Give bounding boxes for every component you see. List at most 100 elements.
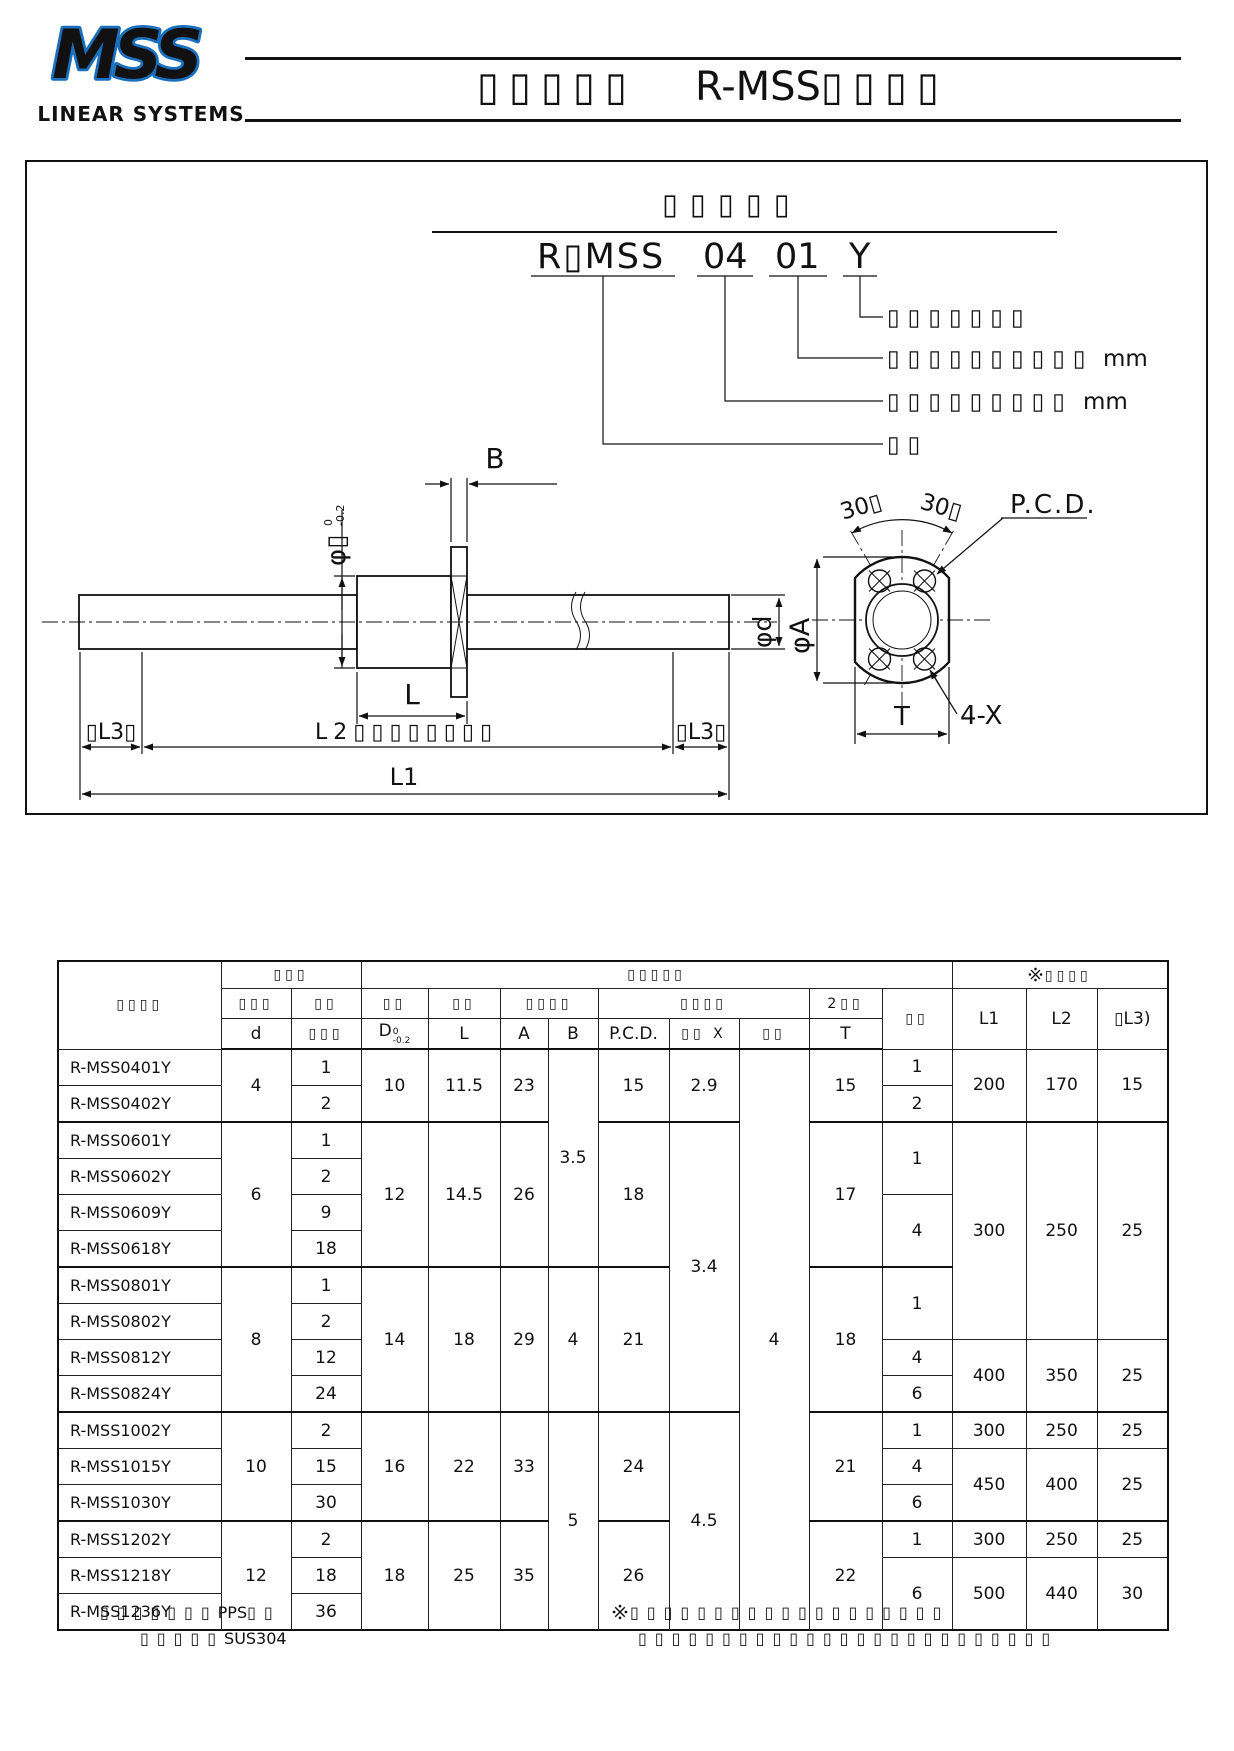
col-header-T: T bbox=[808, 1018, 883, 1050]
label-pcd: P.C.D. bbox=[936, 490, 1097, 575]
cell-lead: 18 bbox=[290, 1230, 362, 1268]
cell-X: 2.9 bbox=[668, 1048, 740, 1123]
dim-phi-A: φA bbox=[785, 556, 893, 684]
col-group-shaft: ▯▯▯ bbox=[220, 960, 362, 989]
cell-model: R-MSS0801Y bbox=[57, 1266, 222, 1304]
cell-lead: 2 bbox=[290, 1303, 362, 1340]
cell-T: 22 bbox=[808, 1520, 883, 1631]
cell-PCD: 15 bbox=[597, 1048, 670, 1123]
table-row: R-MSS0801Y 8 1 14 18 29 4 21 18 1 bbox=[57, 1266, 1168, 1413]
legend-code-size: 04 bbox=[703, 237, 748, 277]
material-suffix-1: ▯▯ bbox=[247, 1603, 281, 1622]
std-group-label: ▯▯▯▯ bbox=[1044, 967, 1092, 984]
col-header-lead: ▯▯▯ bbox=[290, 1018, 362, 1050]
cell-A: 29 bbox=[499, 1266, 549, 1413]
dim-label-L3-left: ▯L3▯ bbox=[86, 720, 136, 745]
technical-drawing: ▯▯▯▯▯ R▯MSS 04 01 Y ▯▯▯▯▯▯▯ ▯▯▯▯▯▯▯▯▯▯ m… bbox=[42, 187, 1148, 800]
cell-model: R-MSS1218Y bbox=[57, 1557, 222, 1594]
cell-starts: 1 bbox=[881, 1266, 953, 1340]
title-series: R-MSS bbox=[695, 64, 821, 110]
dim-L: L bbox=[356, 672, 468, 724]
footnote-material-line1: ▯▯▯▯▯▯▯PPS▯▯ bbox=[100, 1600, 287, 1626]
cell-L: 14.5 bbox=[427, 1121, 501, 1268]
legend-code-lead: 01 bbox=[775, 237, 820, 277]
table-row: R-MSS1218Y 18 6 500 440 30 bbox=[57, 1557, 1169, 1631]
cell-L3: 25 bbox=[1096, 1121, 1169, 1340]
cell-T: 21 bbox=[808, 1411, 883, 1522]
remark-text-2: ▯▯▯▯▯▯▯▯▯▯▯▯▯▯▯▯▯▯▯▯▯▯▯▯▯ bbox=[638, 1629, 1059, 1648]
cell-model: R-MSS0602Y bbox=[57, 1158, 222, 1195]
dim-lengths: ▯L3▯ L2▯▯▯▯▯▯▯▯ ▯L3▯ L1 bbox=[79, 652, 730, 800]
title-suffix: ▯▯▯▯ bbox=[820, 64, 949, 110]
D-tol-hi: 0 bbox=[392, 1026, 399, 1037]
footnote-material-line2: ▯▯▯▯▯SUS304 bbox=[140, 1626, 287, 1652]
cell-A: 33 bbox=[499, 1411, 549, 1522]
col-header-starts: ▯▯ bbox=[881, 988, 953, 1050]
cell-L1: 300 bbox=[951, 1411, 1027, 1449]
logo-text: MSS bbox=[52, 16, 200, 95]
dim-T: T bbox=[854, 667, 950, 744]
cell-starts: 6 bbox=[881, 1557, 953, 1631]
cell-L3: 25 bbox=[1096, 1339, 1169, 1413]
cell-L1: 200 bbox=[951, 1048, 1027, 1123]
cell-L3: 25 bbox=[1096, 1411, 1169, 1449]
cell-model: R-MSS0824Y bbox=[57, 1375, 222, 1413]
cell-L2: 440 bbox=[1025, 1557, 1098, 1631]
cell-A: 35 bbox=[499, 1520, 549, 1631]
dim-tol-hi: 0 bbox=[322, 519, 335, 526]
cell-lead: 9 bbox=[290, 1194, 362, 1231]
table-row: R-MSS0402Y 2 2 bbox=[57, 1085, 1168, 1123]
side-view: B φ▯ 0 -0.2 bbox=[42, 442, 785, 800]
center-bore-inner bbox=[872, 590, 932, 650]
legend-callout-2-unit: mm bbox=[1103, 346, 1148, 372]
cell-model: R-MSS0618Y bbox=[57, 1230, 222, 1268]
table-row: R-MSS0812Y 12 4 400 350 25 bbox=[57, 1339, 1169, 1413]
dim-label-L1: L1 bbox=[390, 763, 419, 791]
logo-subtitle: LINEAR SYSTEMS bbox=[37, 102, 245, 126]
pcd-text: P.C.D. bbox=[1010, 490, 1097, 520]
center-bore-outer bbox=[865, 583, 939, 657]
dim-label-L2: L2▯▯▯▯▯▯▯▯ bbox=[315, 720, 498, 745]
cell-lead: 18 bbox=[290, 1557, 362, 1594]
dim-nut-od: φ▯ 0 -0.2 bbox=[322, 505, 355, 669]
cell-starts: 6 bbox=[881, 1375, 953, 1413]
cell-PCD: 18 bbox=[597, 1121, 670, 1268]
cell-model: R-MSS0601Y bbox=[57, 1121, 222, 1159]
material-value-1: PPS bbox=[217, 1603, 248, 1622]
cell-T: 15 bbox=[808, 1048, 883, 1123]
cell-L2: 170 bbox=[1025, 1048, 1098, 1123]
col-group-flange: ▯▯▯▯ bbox=[499, 988, 599, 1019]
cell-model: R-MSS0812Y bbox=[57, 1339, 222, 1376]
legend-callout-4: ▯▯ bbox=[887, 432, 928, 458]
cell-L: 18 bbox=[427, 1266, 501, 1413]
cell-L2: 250 bbox=[1025, 1520, 1098, 1558]
shaft-break-mark bbox=[571, 591, 581, 651]
cell-D: 18 bbox=[360, 1520, 429, 1631]
mss-logo: MSS bbox=[49, 13, 209, 98]
material-label-2: ▯▯▯▯▯ bbox=[140, 1629, 225, 1648]
dim-phi-d: φd bbox=[731, 594, 785, 650]
table-row: R-MSS0609Y 9 4 bbox=[57, 1194, 1168, 1268]
cell-starts: 1 bbox=[881, 1121, 953, 1195]
dim-B: B bbox=[425, 442, 557, 542]
cell-D: 16 bbox=[360, 1411, 429, 1522]
cell-starts: 1 bbox=[881, 1411, 953, 1449]
table-row: R-MSS0618Y 18 bbox=[57, 1230, 1168, 1268]
table-row: R-MSS1030Y 30 6 bbox=[57, 1484, 1168, 1522]
cell-model: R-MSS1202Y bbox=[57, 1520, 222, 1558]
cell-A: 23 bbox=[499, 1048, 549, 1123]
cell-L1: 300 bbox=[951, 1520, 1027, 1558]
table-row: R-MSS0602Y 2 bbox=[57, 1158, 1168, 1195]
cell-L: 11.5 bbox=[427, 1048, 501, 1123]
legend-callout-2: ▯▯▯▯▯▯▯▯▯▯ bbox=[887, 346, 1094, 372]
legend-callout-1: ▯▯▯▯▯▯▯ bbox=[887, 305, 1032, 331]
dim-label-L: L bbox=[404, 678, 420, 711]
cell-model: R-MSS1015Y bbox=[57, 1448, 222, 1485]
cell-L3: 25 bbox=[1096, 1520, 1169, 1558]
col-header-L1: L1 bbox=[951, 988, 1027, 1050]
cell-D: 10 bbox=[360, 1048, 429, 1123]
cell-D: 12 bbox=[360, 1121, 429, 1268]
cell-model: R-MSS0401Y bbox=[57, 1048, 222, 1086]
end-view: 30▯ 30▯ P.C.D. 4-X bbox=[785, 489, 1097, 744]
